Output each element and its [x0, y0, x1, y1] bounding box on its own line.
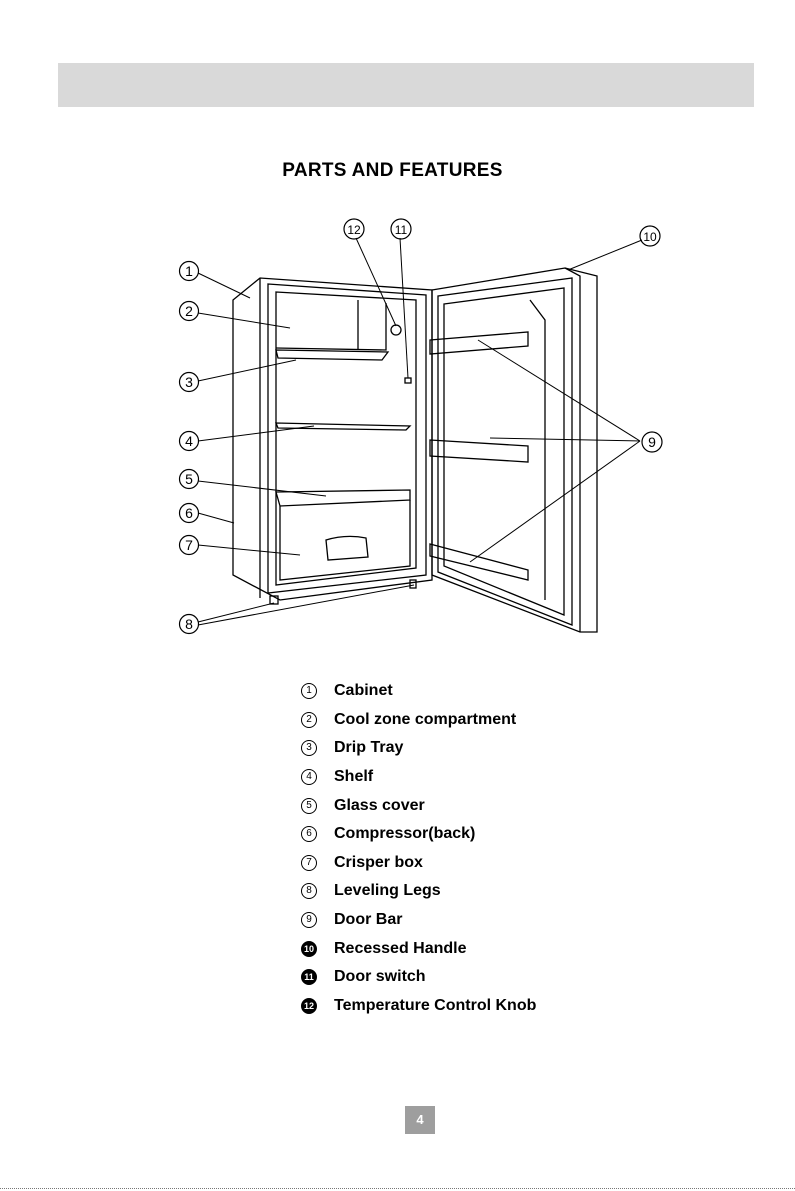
drip-tray-shape — [276, 350, 388, 360]
page-number: 4 — [405, 1106, 435, 1134]
number-badge: 1 — [301, 683, 317, 699]
refrigerator-illustration: 1 2 3 4 5 6 7 8 9 10 11 12 — [0, 0, 795, 700]
part-label: Cabinet — [334, 682, 393, 700]
number-badge: 2 — [301, 712, 317, 728]
number-badge: 4 — [301, 769, 317, 785]
list-item: 6 Compressor(back) — [301, 820, 536, 849]
refrigerator-diagram: 1 2 3 4 5 6 7 8 9 10 11 12 — [0, 0, 795, 700]
list-item: 1 Cabinet — [301, 677, 536, 706]
cabinet-interior — [276, 292, 416, 585]
list-item: 11 Door switch — [301, 963, 536, 992]
part-label: Recessed Handle — [334, 940, 467, 958]
crisper-box-shape — [280, 500, 410, 580]
list-item: 2 Cool zone compartment — [301, 706, 536, 735]
part-label: Door switch — [334, 968, 426, 986]
part-label: Temperature Control Knob — [334, 997, 536, 1015]
cool-zone-compartment-shape — [276, 303, 386, 350]
door-bar-middle — [430, 440, 528, 462]
list-item: 8 Leveling Legs — [301, 877, 536, 906]
door-bar-top — [430, 332, 528, 354]
part-label: Crisper box — [334, 854, 423, 872]
bottom-rule — [0, 1188, 795, 1189]
part-label: Door Bar — [334, 911, 402, 929]
callout-8: 8 — [185, 616, 193, 632]
number-badge: 8 — [301, 883, 317, 899]
callout-labels: 1 2 3 4 5 6 7 8 9 10 11 12 — [185, 223, 657, 632]
callout-7: 7 — [185, 537, 193, 553]
part-label: Cool zone compartment — [334, 711, 516, 729]
part-label: Glass cover — [334, 797, 425, 815]
number-badge: 9 — [301, 912, 317, 928]
callout-2: 2 — [185, 303, 193, 319]
number-badge: 3 — [301, 740, 317, 756]
list-item: 5 Glass cover — [301, 791, 536, 820]
leader-lines — [198, 238, 642, 625]
number-badge: 12 — [301, 998, 317, 1014]
list-item: 7 Crisper box — [301, 849, 536, 878]
callout-circles — [180, 219, 663, 634]
number-badge: 6 — [301, 826, 317, 842]
callout-11: 11 — [395, 223, 408, 237]
list-item: 12 Temperature Control Knob — [301, 992, 536, 1021]
callout-3: 3 — [185, 374, 193, 390]
number-badge: 5 — [301, 798, 317, 814]
part-label: Drip Tray — [334, 739, 403, 757]
callout-9: 9 — [648, 434, 656, 450]
number-badge: 10 — [301, 941, 317, 957]
callout-12: 12 — [347, 223, 361, 237]
callout-4: 4 — [185, 433, 193, 449]
knob-shape — [391, 325, 401, 335]
number-badge: 11 — [301, 969, 317, 985]
door-switch-shape — [405, 378, 411, 383]
callout-5: 5 — [185, 471, 193, 487]
list-item: 3 Drip Tray — [301, 734, 536, 763]
cabinet-front-frame — [268, 284, 426, 593]
list-item: 10 Recessed Handle — [301, 934, 536, 963]
list-item: 4 Shelf — [301, 763, 536, 792]
callout-1: 1 — [185, 263, 193, 279]
number-badge: 7 — [301, 855, 317, 871]
part-label: Shelf — [334, 768, 373, 786]
crisper-handle-shape — [326, 536, 368, 560]
parts-list: 1 Cabinet 2 Cool zone compartment 3 Drip Tr… — [301, 677, 536, 1020]
callout-10: 10 — [643, 230, 657, 244]
leg-front-right — [410, 580, 416, 588]
door-inner-frame — [438, 278, 572, 625]
shelf-shape — [276, 423, 410, 430]
part-label: Compressor(back) — [334, 825, 475, 843]
part-label: Leveling Legs — [334, 882, 441, 900]
callout-6: 6 — [185, 505, 193, 521]
door-liner-inner — [530, 300, 545, 600]
list-item: 9 Door Bar — [301, 906, 536, 935]
